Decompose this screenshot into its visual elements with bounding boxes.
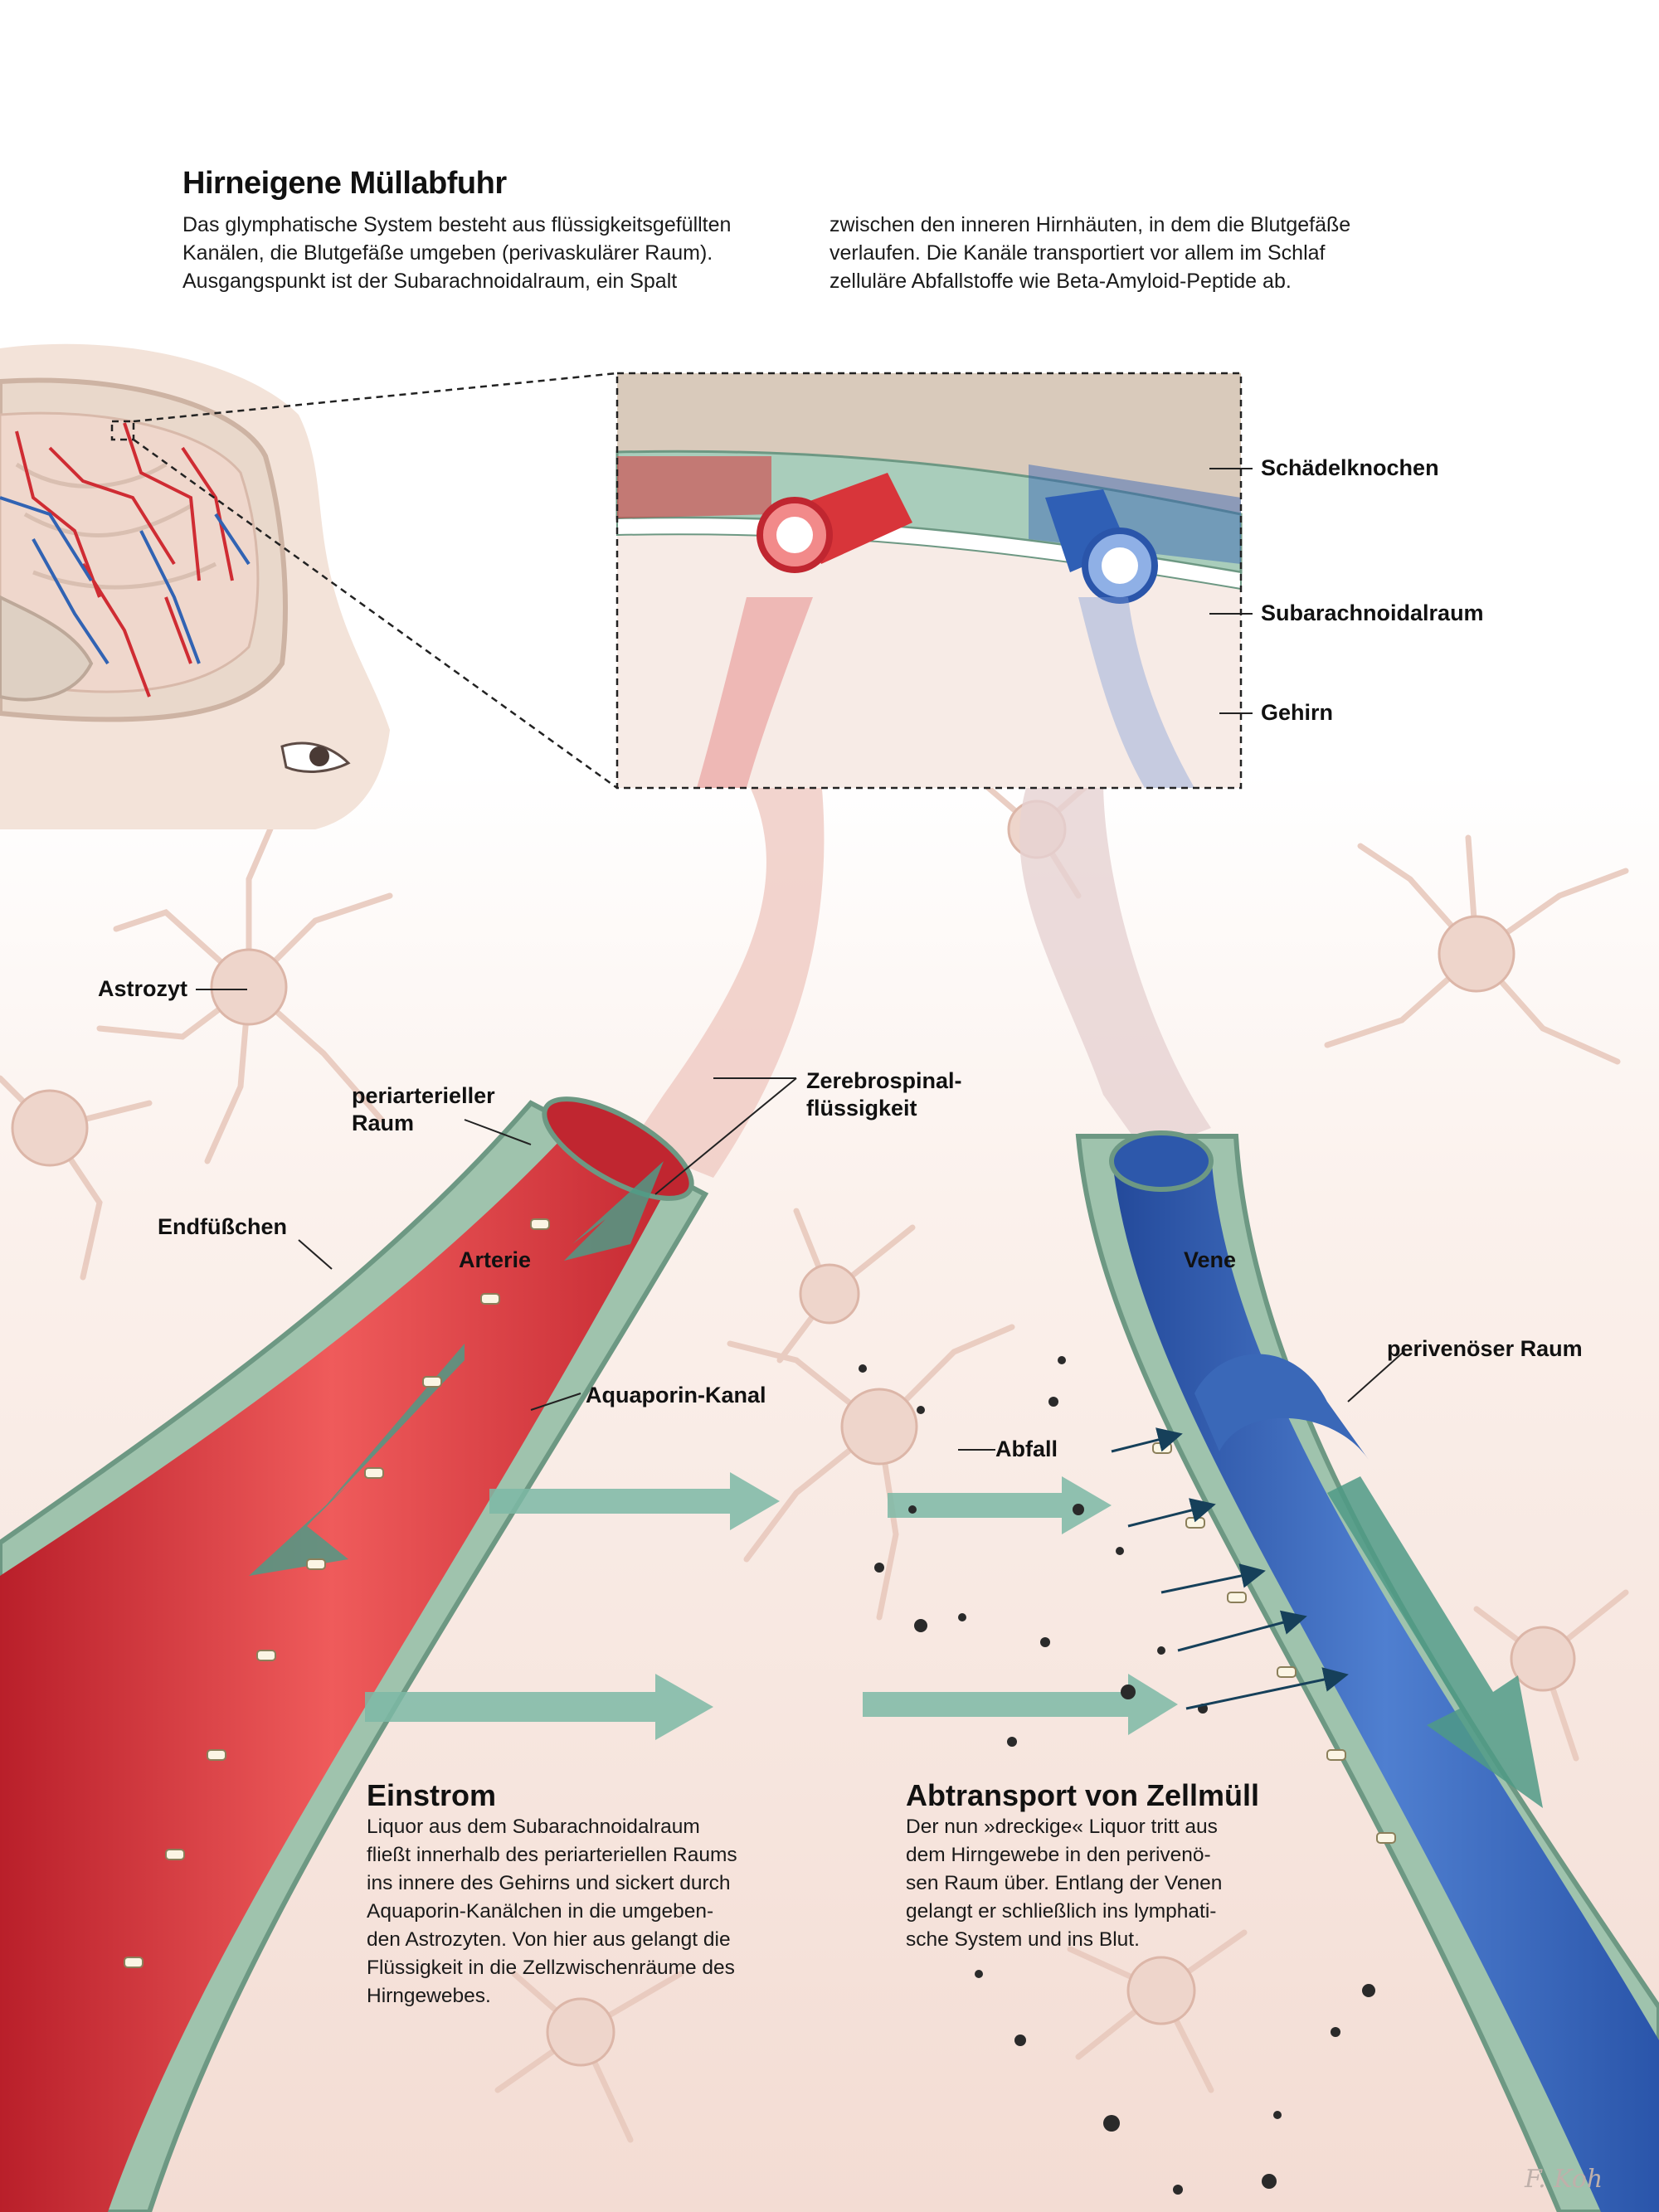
artery-graphic <box>0 1096 709 2212</box>
label-astrocyte: Astrozyt <box>98 976 188 1001</box>
text-line: sche System und ins Blut. <box>906 1928 1140 1951</box>
influx-title: Einstrom <box>367 1778 497 1812</box>
intro-line: zwischen den inneren Hirnhäuten, in dem … <box>830 213 1351 236</box>
text-line: dem Hirngewebe in den perivenö- <box>906 1844 1211 1866</box>
page-title: Hirneigene Müllabfuhr <box>182 166 507 201</box>
label-vein: Vene <box>1184 1247 1237 1272</box>
clearance-text: Der nun »dreckige« Liquor tritt aus dem … <box>906 1813 1287 1954</box>
waste-arrows <box>1111 1427 1349 1710</box>
head-illustration <box>0 343 390 830</box>
intro-line: Das glymphatische System besteht aus flü… <box>182 213 732 236</box>
text-line: gelangt er schließlich ins lymphati- <box>906 1900 1217 1923</box>
flow-arrows <box>365 1472 1178 1740</box>
text-line: ins innere des Gehirns und sickert durch <box>367 1872 731 1894</box>
text-line: Hirngewebes. <box>367 1985 491 2007</box>
waste-particles <box>859 1356 1375 2195</box>
label-line: Zerebrospinal- <box>806 1068 962 1093</box>
label-line: Raum <box>352 1111 415 1135</box>
zoom-lines <box>110 372 618 790</box>
label-perivenous: perivenöser Raum <box>1387 1336 1583 1361</box>
artist-signature: F. Koh <box>1525 2165 1603 2194</box>
text-line: Liquor aus dem Subarachnoidalraum <box>367 1816 700 1838</box>
label-artery: Arterie <box>459 1247 532 1272</box>
venous-branch <box>1019 780 1211 1153</box>
text-line: Aquaporin-Kanälchen in die umgeben- <box>367 1900 714 1923</box>
text-line: fließt innerhalb des periarteriellen Rau… <box>367 1844 737 1866</box>
label-skull: Schädelknochen <box>1261 455 1439 480</box>
intro-text-left: Das glymphatische System besteht aus flü… <box>182 211 780 295</box>
clearance-title: Abtransport von Zellmüll <box>906 1778 1260 1812</box>
arterial-branch <box>630 780 825 1178</box>
intro-line: verlaufen. Die Kanäle transportiert vor … <box>830 241 1326 265</box>
label-brain: Gehirn <box>1261 700 1334 725</box>
text-line: Flüssigkeit in die Zellzwischenräume des <box>367 1957 735 1979</box>
intro-text-right: zwischen den inneren Hirnhäuten, in dem … <box>830 211 1427 295</box>
vein-graphic <box>1075 1130 1659 2212</box>
text-line: den Astrozyten. Von hier aus gelangt die <box>367 1928 731 1951</box>
intro-line: Kanälen, die Blutgefäße umgeben (perivas… <box>182 241 713 265</box>
label-periarterial: periarterieller Raum <box>352 1082 495 1137</box>
label-waste: Abfall <box>995 1437 1058 1461</box>
influx-text: Liquor aus dem Subarachnoidalraum fließt… <box>367 1813 798 2010</box>
label-csf: Zerebrospinal- flüssigkeit <box>806 1067 962 1122</box>
label-endfeet: Endfüßchen <box>158 1214 287 1239</box>
text-line: Der nun »dreckige« Liquor tritt aus <box>906 1816 1218 1838</box>
label-line: flüssigkeit <box>806 1096 917 1121</box>
label-line: periarterieller <box>352 1083 495 1108</box>
leader-lines <box>196 468 1404 1451</box>
label-subarachnoid: Subarachnoidalraum <box>1261 600 1484 625</box>
label-aquaporin: Aquaporin-Kanal <box>586 1383 766 1407</box>
intro-line: zelluläre Abfallstoffe wie Beta-Amyloid-… <box>830 270 1292 293</box>
intro-line: Ausgangspunkt ist der Subarachnoidalraum… <box>182 270 678 293</box>
text-line: sen Raum über. Entlang der Venen <box>906 1872 1223 1894</box>
inset-detail <box>615 372 1243 790</box>
